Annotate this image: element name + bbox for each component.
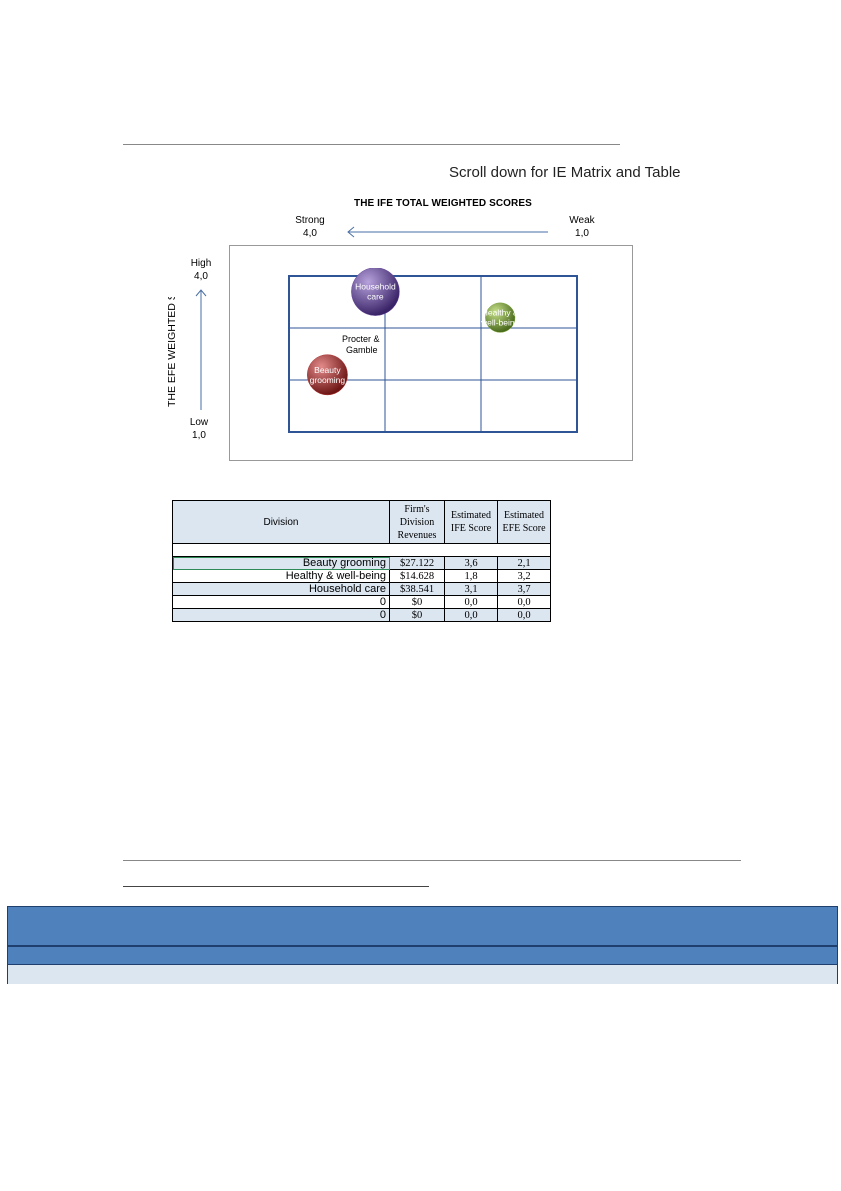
cell-efe[interactable]: 0,0 [497,595,551,609]
bubble-label: well-being [480,318,520,328]
bubble-label: Household [355,282,396,292]
table-row[interactable]: Healthy & well-being $14.628 1,8 3,2 [172,569,551,583]
y-low-text: Low [189,417,209,428]
company-label-line1: Procter & [342,334,380,344]
chart-frame [229,245,633,461]
y-high-value: 4,0 [194,271,208,282]
y-axis-title: THE EFE WEIGHTED SC [166,297,178,407]
cell-ife[interactable]: 1,8 [444,569,498,583]
cell-ife[interactable]: 3,1 [444,582,498,596]
y-high-label: High 4,0 [186,257,216,283]
col-revenues: Firm's Division Revenues [389,500,445,544]
y-low-value: 1,0 [192,430,206,441]
bubble-label: care [367,292,384,302]
y-low-label: Low 1,0 [184,416,214,442]
cell-revenue[interactable]: $27.122 [389,556,445,570]
x-strong-value: 4,0 [303,228,317,239]
table-row[interactable]: 0 $0 0,0 0,0 [172,608,551,622]
chart-title: THE IFE TOTAL WEIGHTED SCORES [354,198,532,209]
light-band [7,965,838,984]
cell-revenue[interactable]: $38.541 [389,582,445,596]
x-weak-value: 1,0 [575,228,589,239]
cell-division[interactable]: 0 [172,595,390,609]
division-table: Division Firm's Division Revenues Estima… [172,500,551,622]
cell-efe[interactable]: 3,2 [497,569,551,583]
cell-revenue[interactable]: $0 [389,595,445,609]
company-label-line2: Gamble [346,345,378,355]
cell-division[interactable]: Household care [172,582,390,596]
cell-revenue[interactable]: $14.628 [389,569,445,583]
col-ife: Estimated IFE Score [444,500,498,544]
bubble-label: Beauty [314,365,341,375]
x-weak-label: Weak 1,0 [562,214,602,240]
cell-ife[interactable]: 0,0 [444,608,498,622]
table-header-row: Division Firm's Division Revenues Estima… [172,500,551,544]
bubble-beauty-grooming [307,354,348,396]
bottom-rule-1 [123,860,741,861]
cell-efe[interactable]: 0,0 [497,608,551,622]
cell-efe[interactable]: 2,1 [497,556,551,570]
cell-ife[interactable]: 0,0 [444,595,498,609]
col-efe: Estimated EFE Score [497,500,551,544]
subheader-band [7,946,838,965]
cell-division[interactable]: 0 [172,608,390,622]
y-direction-arrow [195,289,207,410]
matrix-border [288,275,578,433]
bottom-rule-2 [123,886,429,887]
cell-ife[interactable]: 3,6 [444,556,498,570]
cell-efe[interactable]: 3,7 [497,582,551,596]
col-division: Division [172,500,390,544]
bubble-healthy-well-being [485,302,516,333]
table-row[interactable]: Household care $38.541 3,1 3,7 [172,582,551,596]
table-spacer-row [172,543,551,557]
bubble-label: grooming [310,375,346,385]
x-strong-label: Strong 4,0 [288,214,332,240]
cell-division[interactable]: Healthy & well-being [172,569,390,583]
bubble-label: Healthy & [482,308,519,318]
bubble-household-care [351,268,400,316]
header-band [7,906,838,946]
scroll-note: Scroll down for IE Matrix and Table [449,164,681,181]
y-high-text: High [190,258,212,269]
cell-division[interactable]: Beauty grooming [172,556,390,570]
table-row[interactable]: Beauty grooming $27.122 3,6 2,1 [172,556,551,570]
x-weak-text: Weak [569,215,595,226]
x-strong-text: Strong [295,215,325,226]
table-row[interactable]: 0 $0 0,0 0,0 [172,595,551,609]
top-rule [123,144,620,145]
x-direction-arrow [347,226,548,238]
cell-revenue[interactable]: $0 [389,608,445,622]
